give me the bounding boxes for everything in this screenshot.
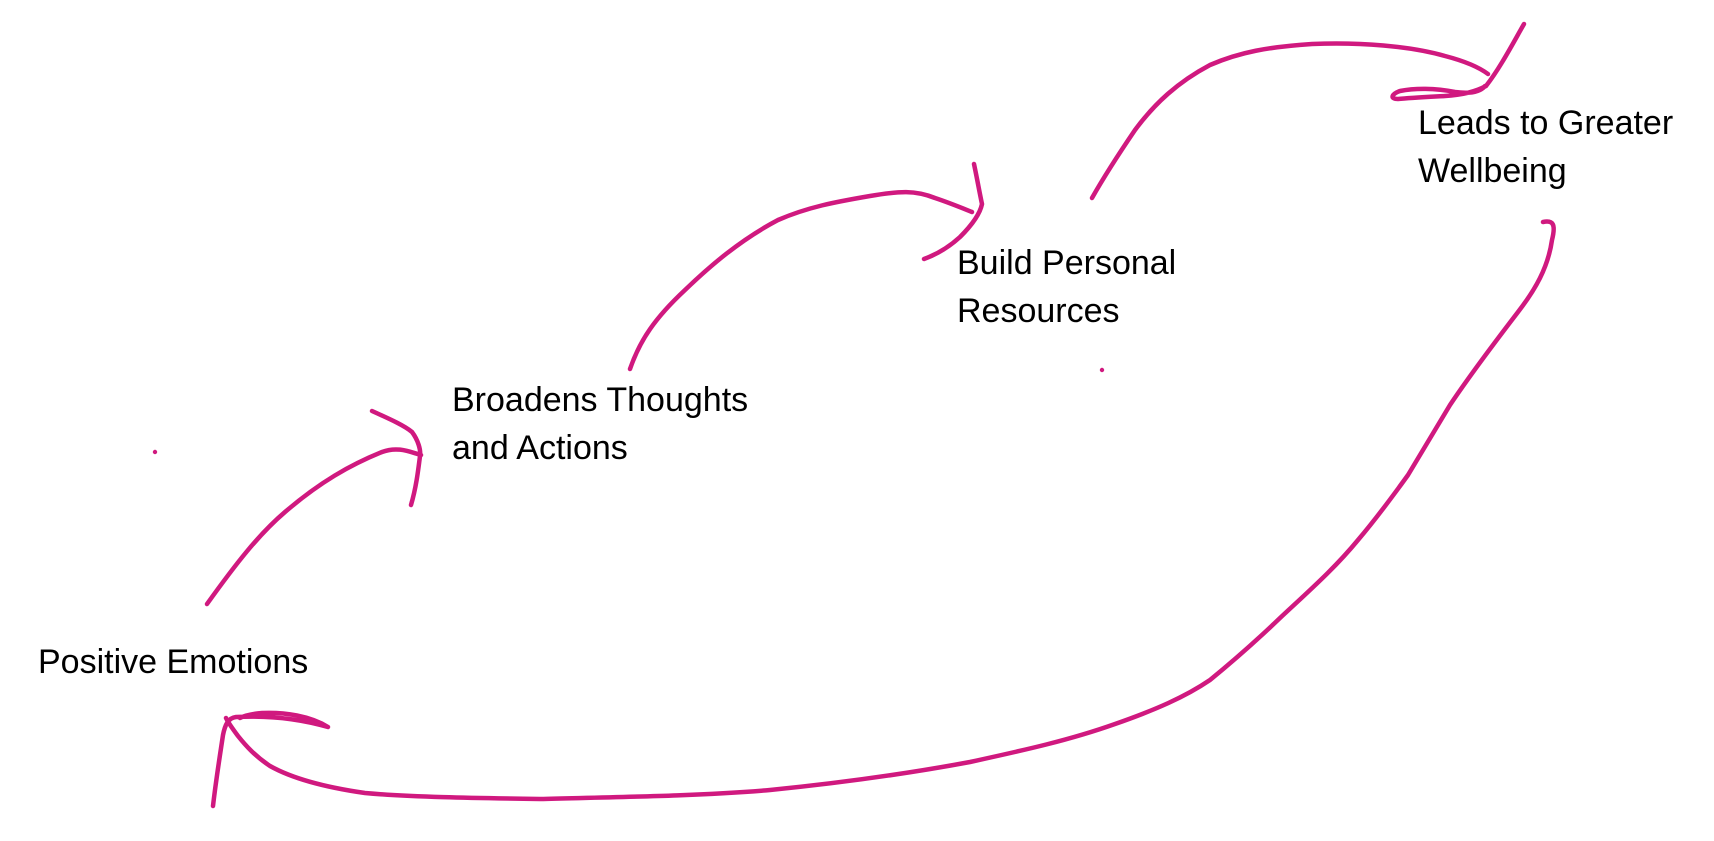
node-label-line: Leads to Greater — [1418, 104, 1674, 142]
node-positive-emotions: Positive Emotions — [38, 638, 308, 686]
node-label-line: Wellbeing — [1418, 152, 1567, 190]
node-label-line: Broadens Thoughts — [452, 381, 749, 419]
arrow-positive-to-broadens — [204, 447, 424, 607]
arrow-broadens-to-build-head — [921, 161, 985, 262]
arrow-broadens-to-build — [627, 189, 975, 372]
node-label-line: Build Personal — [957, 244, 1177, 282]
arrow-wellbeing-to-positive-head — [210, 710, 331, 809]
ink-dot — [1099, 367, 1105, 373]
node-label-line: Positive Emotions — [38, 643, 309, 681]
node-greater-wellbeing: Leads to Greater Wellbeing — [1418, 99, 1673, 195]
arrow-wellbeing-to-positive — [223, 219, 1556, 802]
node-label-line: Resources — [957, 292, 1120, 330]
arrow-build-to-wellbeing — [1089, 41, 1491, 201]
node-label-line: and Actions — [452, 429, 628, 467]
arrow-build-to-wellbeing-head — [1390, 21, 1527, 102]
node-build-resources: Build Personal Resources — [957, 239, 1176, 335]
ink-dot — [152, 449, 158, 455]
node-broadens-thoughts: Broadens Thoughts and Actions — [452, 376, 748, 472]
arrow-positive-to-broadens-head — [369, 408, 423, 508]
